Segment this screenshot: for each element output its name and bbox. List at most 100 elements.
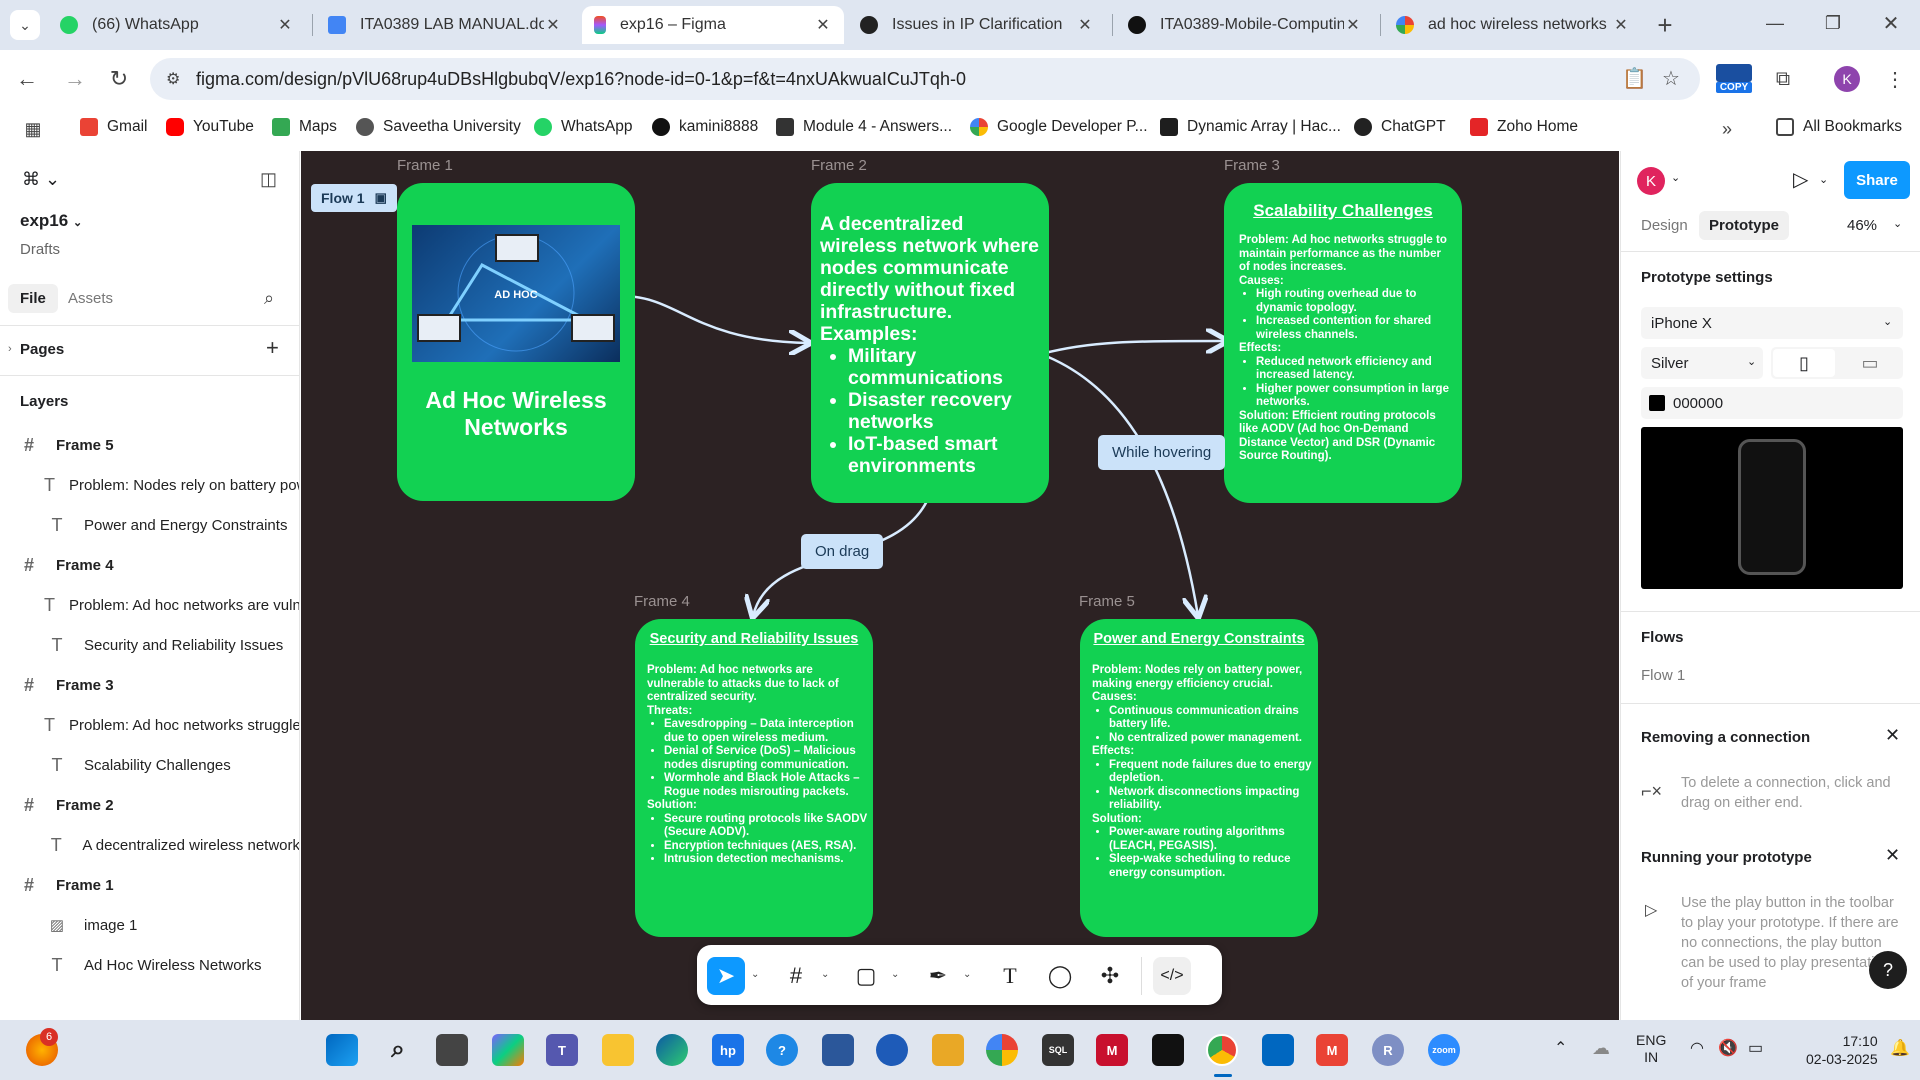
layer-frame[interactable]: #Frame 1 xyxy=(0,865,299,905)
share-button[interactable]: Share xyxy=(1844,161,1910,199)
frame-label[interactable]: Frame 4 xyxy=(634,593,690,610)
teams-icon[interactable]: T xyxy=(546,1034,578,1066)
restore-icon[interactable]: ❐ xyxy=(1824,12,1842,33)
mail-icon[interactable] xyxy=(876,1034,908,1066)
close-icon[interactable]: ✕ xyxy=(1885,725,1901,745)
figma-menu-icon[interactable]: ⌘ ⌄ xyxy=(22,169,61,189)
bookmark-star-icon[interactable]: ☆ xyxy=(1662,68,1680,90)
bookmark-google-developer[interactable]: Google Developer P... xyxy=(970,118,1148,136)
dev-mode-code-icon[interactable]: </> xyxy=(1153,957,1191,995)
mcafee-icon[interactable]: M xyxy=(1096,1034,1128,1066)
bookmark-github[interactable]: kamini8888 xyxy=(652,118,758,136)
device-color-select[interactable]: Silver ⌄ xyxy=(1641,347,1763,379)
tab-whatsapp[interactable]: (66) WhatsApp ✕ xyxy=(48,6,306,44)
tab-google-search[interactable]: ad hoc wireless networks ✕ xyxy=(1384,6,1642,44)
close-tab-icon[interactable]: ✕ xyxy=(546,17,560,34)
bookmark-zoho[interactable]: Zoho Home xyxy=(1470,118,1578,136)
frame-5-text[interactable]: Problem: Nodes rely on battery power, ma… xyxy=(1092,664,1314,880)
move-tool-icon[interactable]: ➤ xyxy=(707,957,745,995)
comment-tool-icon[interactable]: ◯ xyxy=(1047,963,1073,988)
zoom-level[interactable]: 46% xyxy=(1847,217,1878,234)
close-tab-icon[interactable]: ✕ xyxy=(1346,17,1360,34)
notifications-bell-icon[interactable]: 🔔 xyxy=(1890,1040,1910,1057)
tab-assets[interactable]: Assets xyxy=(68,290,114,307)
pen-tool-icon[interactable]: ✒ xyxy=(928,963,948,988)
minimize-icon[interactable]: — xyxy=(1766,12,1784,33)
chevron-up-icon[interactable]: ⌃ xyxy=(1554,1040,1568,1057)
frame-5[interactable]: Power and Energy Constraints Problem: No… xyxy=(1080,619,1318,937)
site-settings-icon[interactable]: ⚙ xyxy=(166,71,181,88)
address-bar[interactable]: ⚙ figma.com/design/pVlU68rup4uDBsHlgbubq… xyxy=(150,58,1700,100)
color-swatch[interactable] xyxy=(1649,395,1665,411)
flow-start-badge[interactable]: Flow 1 ▣ xyxy=(311,184,397,212)
tab-design[interactable]: Design xyxy=(1641,217,1688,234)
bookmark-chatgpt[interactable]: ChatGPT xyxy=(1354,118,1446,136)
frame-2-text[interactable]: A decentralized wireless network where n… xyxy=(820,213,1044,477)
clock[interactable]: 17:10 02-03-2025 xyxy=(1806,1033,1878,1067)
edge-icon[interactable] xyxy=(656,1034,688,1066)
volume-muted-icon[interactable]: 🔇 xyxy=(1718,1040,1738,1057)
back-arrow-icon[interactable]: ← xyxy=(16,66,38,91)
url-text[interactable]: figma.com/design/pVlU68rup4uDBsHlgbubqV/… xyxy=(196,69,966,89)
mysql-icon[interactable]: SQL xyxy=(1042,1034,1074,1066)
help-question-icon[interactable]: ? xyxy=(1869,951,1907,989)
forward-arrow-icon[interactable]: → xyxy=(64,66,86,91)
frame-label[interactable]: Frame 2 xyxy=(811,157,867,174)
bookmark-gmail[interactable]: Gmail xyxy=(80,118,147,136)
copy-extension-icon[interactable]: COPY xyxy=(1716,64,1752,96)
notes-icon[interactable] xyxy=(822,1034,854,1066)
present-play-icon[interactable]: ▷ xyxy=(1793,169,1809,191)
frame-3[interactable]: Scalability Challenges Problem: Ad hoc n… xyxy=(1224,183,1462,503)
windows-start-icon[interactable] xyxy=(326,1034,358,1066)
chevron-down-icon[interactable]: ⌄ xyxy=(1671,172,1681,184)
frame-4-title[interactable]: Security and Reliability Issues xyxy=(649,631,859,647)
extensions-puzzle-icon[interactable]: ⧉ xyxy=(1775,67,1791,90)
actions-tool-icon[interactable]: ✣ xyxy=(1100,963,1120,988)
chevron-down-icon[interactable]: ⌄ xyxy=(821,969,830,980)
frame-1-title[interactable]: Ad Hoc Wireless Networks xyxy=(425,387,607,440)
layer-frame[interactable]: #Frame 3 xyxy=(0,665,299,705)
chevron-down-icon[interactable]: ⌄ xyxy=(891,969,900,980)
zoom-icon[interactable]: zoom xyxy=(1428,1034,1460,1066)
layer-frame[interactable]: #Frame 2 xyxy=(0,785,299,825)
store-icon[interactable] xyxy=(1262,1034,1294,1066)
terminal-icon[interactable] xyxy=(1152,1034,1184,1066)
close-icon[interactable]: ✕ xyxy=(1885,845,1901,865)
apps-grid-icon[interactable]: ▦ xyxy=(24,118,42,139)
frame-1[interactable]: AD HOC Ad Hoc Wireless Networks xyxy=(397,183,635,501)
close-tab-icon[interactable]: ✕ xyxy=(278,17,292,34)
tab-github[interactable]: ITA0389-Mobile-Computin ✕ xyxy=(1116,6,1374,44)
bookmark-maps[interactable]: Maps xyxy=(272,118,337,136)
rectangle-tool-icon[interactable]: ▢ xyxy=(855,963,877,988)
orientation-toggle[interactable]: ▯ ▭ xyxy=(1771,347,1903,379)
reload-icon[interactable]: ↻ xyxy=(109,66,129,91)
pages-chevron-icon[interactable]: › xyxy=(8,343,12,355)
chevron-down-icon[interactable]: ⌄ xyxy=(1893,218,1903,230)
frame-5-title[interactable]: Power and Energy Constraints xyxy=(1093,631,1305,647)
frame-2[interactable]: A decentralized wireless network where n… xyxy=(811,183,1049,503)
tab-issues-ip[interactable]: Issues in IP Clarification ✕ xyxy=(848,6,1106,44)
close-tab-icon[interactable]: ✕ xyxy=(1078,17,1092,34)
play-flow-icon[interactable]: ▣ xyxy=(374,190,387,205)
flow-item[interactable]: Flow 1 xyxy=(1641,667,1686,684)
pages-header[interactable]: Pages xyxy=(20,341,65,358)
frame-label[interactable]: Frame 5 xyxy=(1079,593,1135,610)
portrait-icon[interactable]: ▯ xyxy=(1773,349,1835,377)
frame-tool-icon[interactable]: # xyxy=(789,963,803,988)
connection-arrow[interactable] xyxy=(620,294,809,343)
toggle-sidebar-icon[interactable]: ◫ xyxy=(260,169,278,189)
help-icon[interactable]: ? xyxy=(766,1034,798,1066)
chrome-icon[interactable] xyxy=(1206,1034,1238,1066)
bookmark-youtube[interactable]: YouTube xyxy=(166,118,254,136)
frame-label[interactable]: Frame 1 xyxy=(397,157,453,174)
file-name[interactable]: exp16 ⌄ xyxy=(20,211,83,230)
close-tab-icon[interactable]: ✕ xyxy=(1614,17,1628,34)
more-bookmarks-chevron-icon[interactable]: » xyxy=(1721,118,1732,139)
add-page-plus-icon[interactable]: + xyxy=(266,335,279,360)
background-color-field[interactable]: 000000 xyxy=(1641,387,1903,419)
